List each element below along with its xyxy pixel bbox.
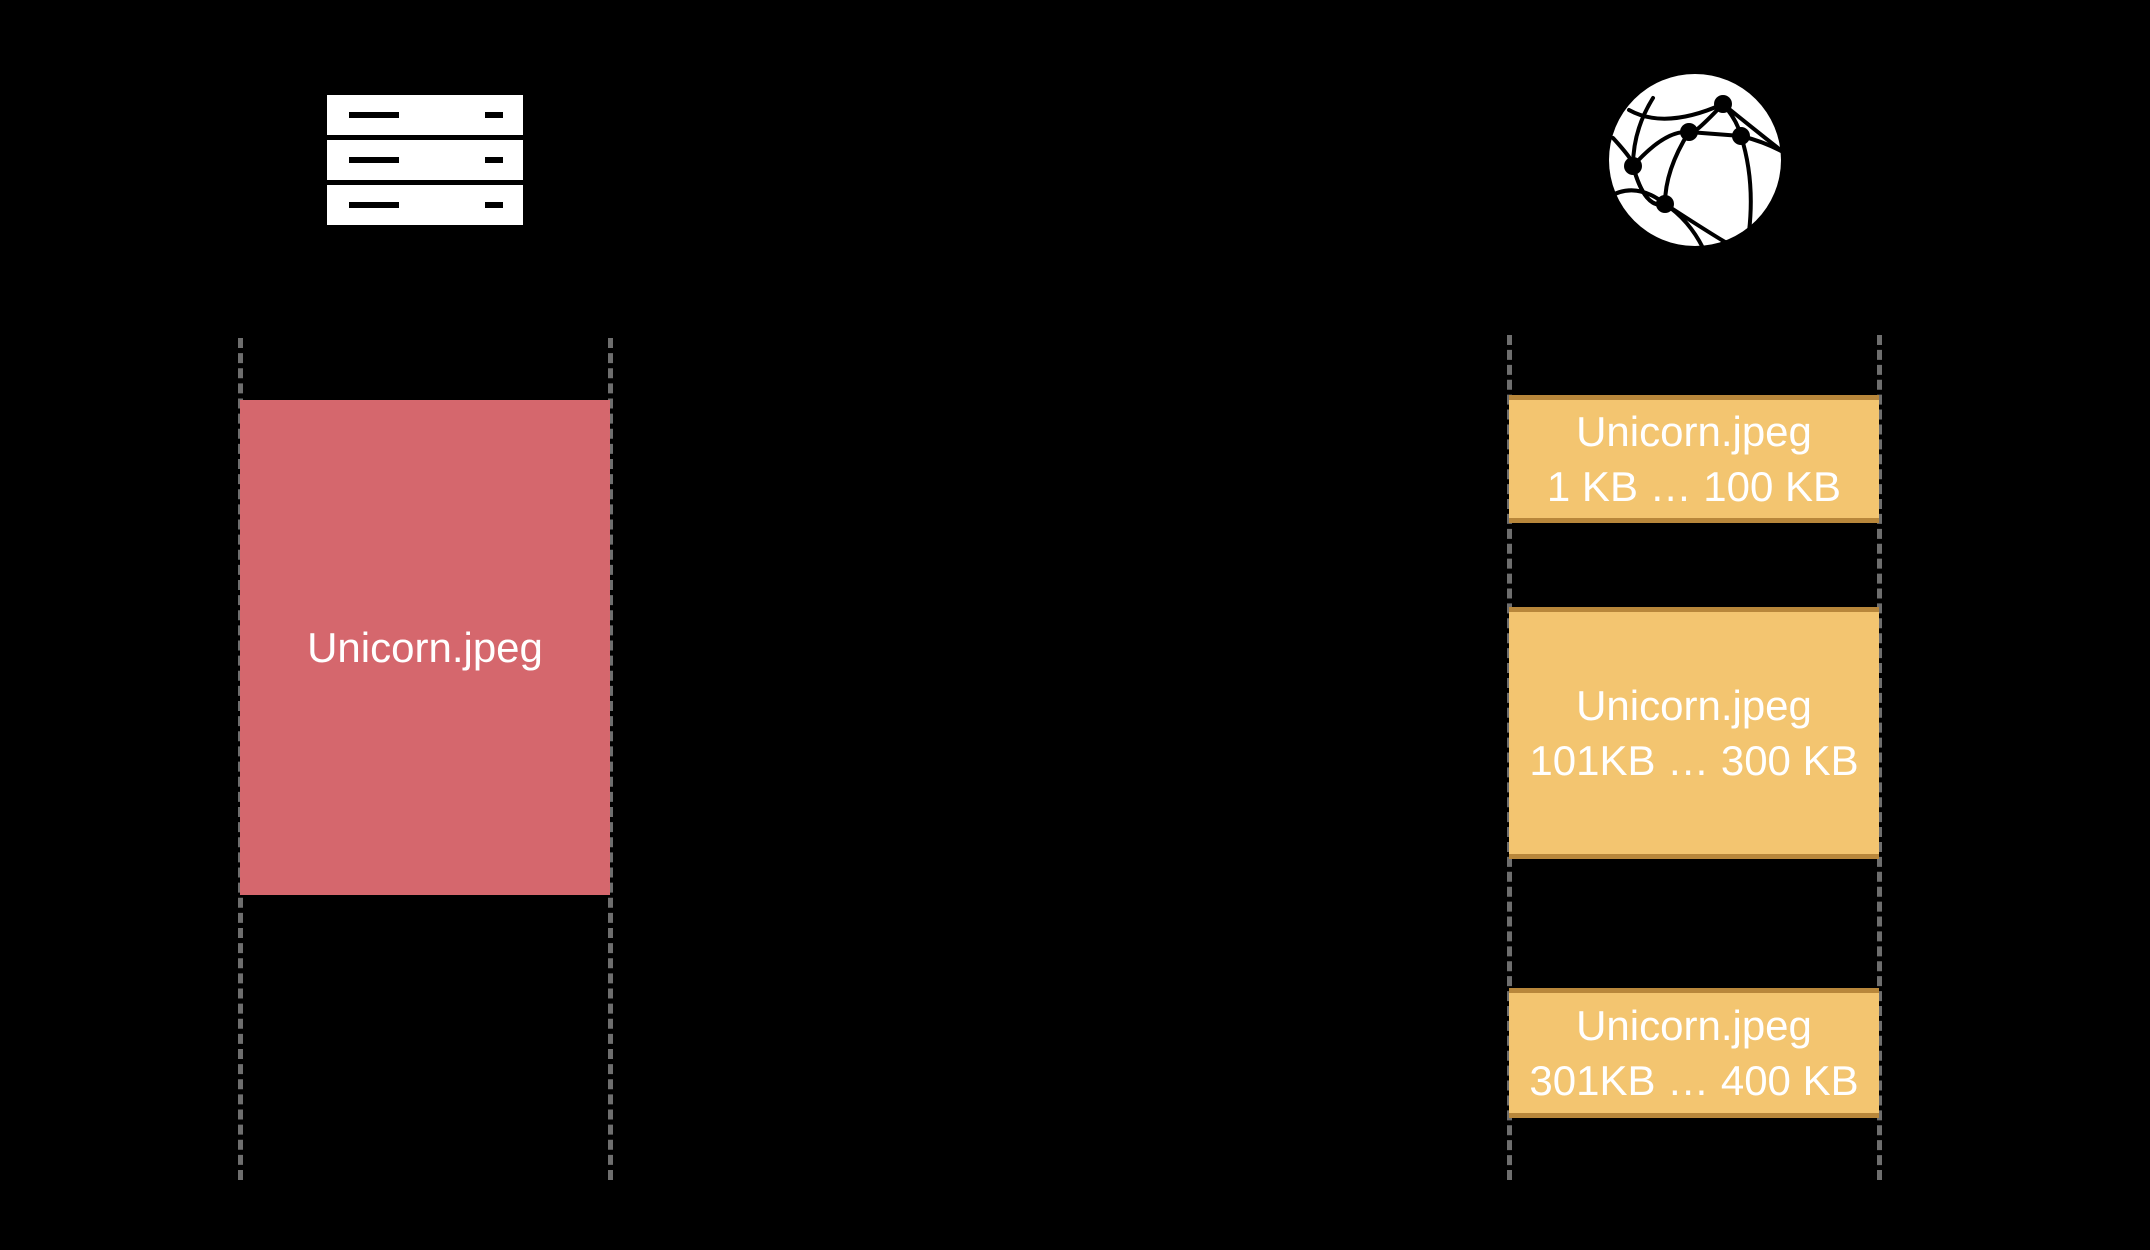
chunk-1-name: Unicorn.jpeg: [1576, 408, 1812, 455]
chunk-block-2: Unicorn.jpeg 101KB … 300 KB: [1509, 607, 1879, 859]
chunk-block-1: Unicorn.jpeg 1 KB … 100 KB: [1509, 395, 1879, 523]
chunk-2-range: 101KB … 300 KB: [1529, 737, 1859, 784]
globe-network-icon: [1605, 74, 1785, 250]
chunk-1-range: 1 KB … 100 KB: [1546, 463, 1842, 510]
guide-line-right-inner: [1877, 335, 1882, 1180]
chunk-3-name: Unicorn.jpeg: [1576, 1002, 1812, 1049]
chunk-2-name: Unicorn.jpeg: [1576, 682, 1812, 729]
source-file-label: Unicorn.jpeg: [307, 624, 543, 671]
chunk-3-range: 301KB … 400 KB: [1529, 1057, 1859, 1104]
guide-line-left-inner: [608, 338, 613, 1180]
server-rack-icon: [327, 95, 523, 225]
chunk-block-3: Unicorn.jpeg 301KB … 400 KB: [1509, 988, 1879, 1118]
source-file-block: Unicorn.jpeg: [240, 400, 610, 895]
